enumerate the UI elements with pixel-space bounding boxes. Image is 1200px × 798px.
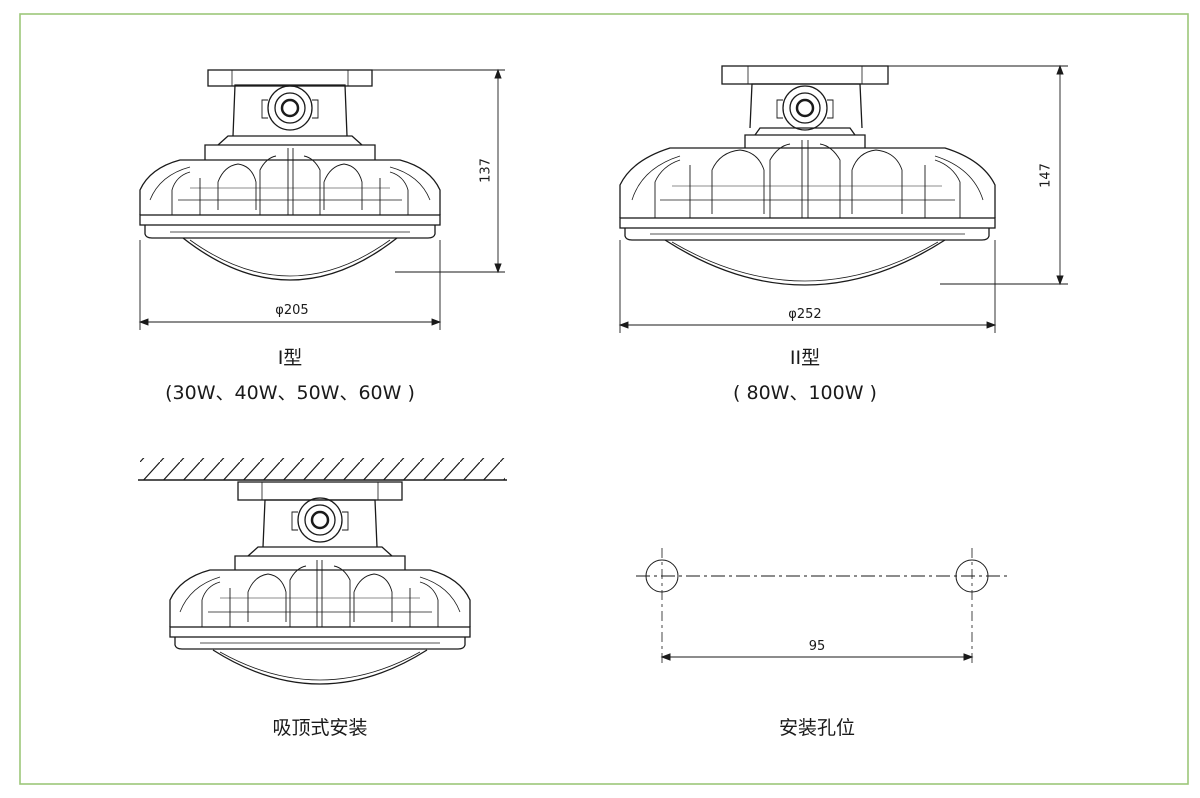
ceiling-mount-title: 吸顶式安装: [272, 717, 368, 739]
mount-holes-title: 安装孔位: [778, 717, 855, 739]
type-one-lamp-drawing: [139, 69, 441, 281]
type-two-diameter-label: φ252: [788, 307, 822, 322]
type-two-title: II型: [789, 347, 821, 369]
type-one-height-label: 137: [478, 158, 494, 183]
drawing-border: [19, 13, 1189, 785]
type-one-title: I型: [277, 347, 303, 369]
type-two-lamp-drawing: [619, 65, 996, 286]
type-two-wattages: ( 80W、100W ): [733, 382, 877, 404]
mount-hole-spacing-label: 95: [808, 639, 826, 654]
type-one-dimension-lines: [138, 68, 505, 330]
ceiling-surface: [138, 458, 507, 481]
type-one-diameter-label: φ205: [275, 303, 309, 318]
type-two-dimension-lines: [618, 64, 1068, 333]
type-two-height-label: 147: [1038, 163, 1054, 188]
ceiling-mount-lamp-drawing: [169, 481, 471, 685]
type-one-wattages: (30W、40W、50W、60W ): [165, 382, 415, 404]
mount-holes-drawing: [636, 548, 1008, 664]
